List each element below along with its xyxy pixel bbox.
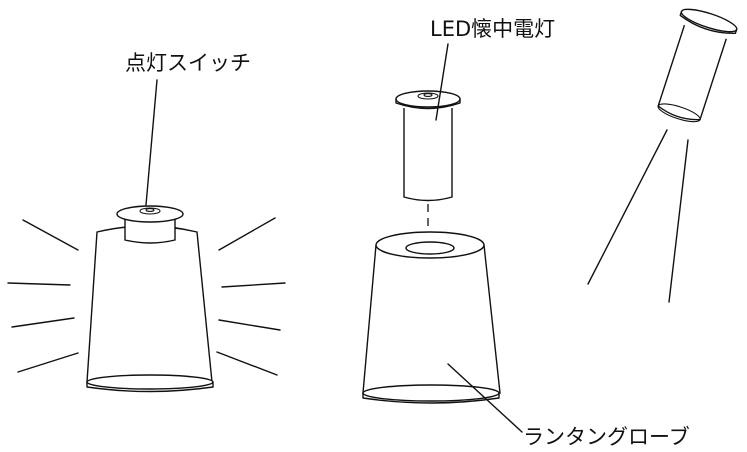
beam-edge xyxy=(668,139,689,303)
light-ray xyxy=(11,317,75,328)
flashlight-cylinder xyxy=(124,216,176,244)
flashlight-beam xyxy=(657,8,738,123)
light-ray xyxy=(22,219,79,251)
light-ray xyxy=(221,282,286,288)
flashlight-leader xyxy=(435,43,449,121)
beam-edge xyxy=(587,129,668,285)
lantern-globe xyxy=(362,234,501,394)
switch-button xyxy=(139,207,161,215)
flashlight-label: LED懐中電灯 xyxy=(430,17,555,41)
lantern-globe xyxy=(86,225,213,383)
flashlight-body xyxy=(657,24,727,121)
globe-leader xyxy=(447,363,523,433)
globe-label: ランタングローブ xyxy=(523,425,690,449)
light-ray xyxy=(7,282,71,286)
globe-opening xyxy=(405,241,455,255)
light-ray xyxy=(218,217,276,251)
switch-leader xyxy=(145,79,158,206)
lit-lantern: 点灯スイッチ xyxy=(7,51,286,393)
light-ray xyxy=(17,352,79,373)
exploded-lantern: LED懐中電灯 ランタングローブ xyxy=(362,17,690,449)
switch-label: 点灯スイッチ xyxy=(125,51,251,75)
light-ray xyxy=(216,351,278,376)
light-ray xyxy=(218,319,281,331)
switch-button xyxy=(417,92,439,100)
flashlight-body xyxy=(403,108,453,202)
globe-base xyxy=(86,374,214,390)
